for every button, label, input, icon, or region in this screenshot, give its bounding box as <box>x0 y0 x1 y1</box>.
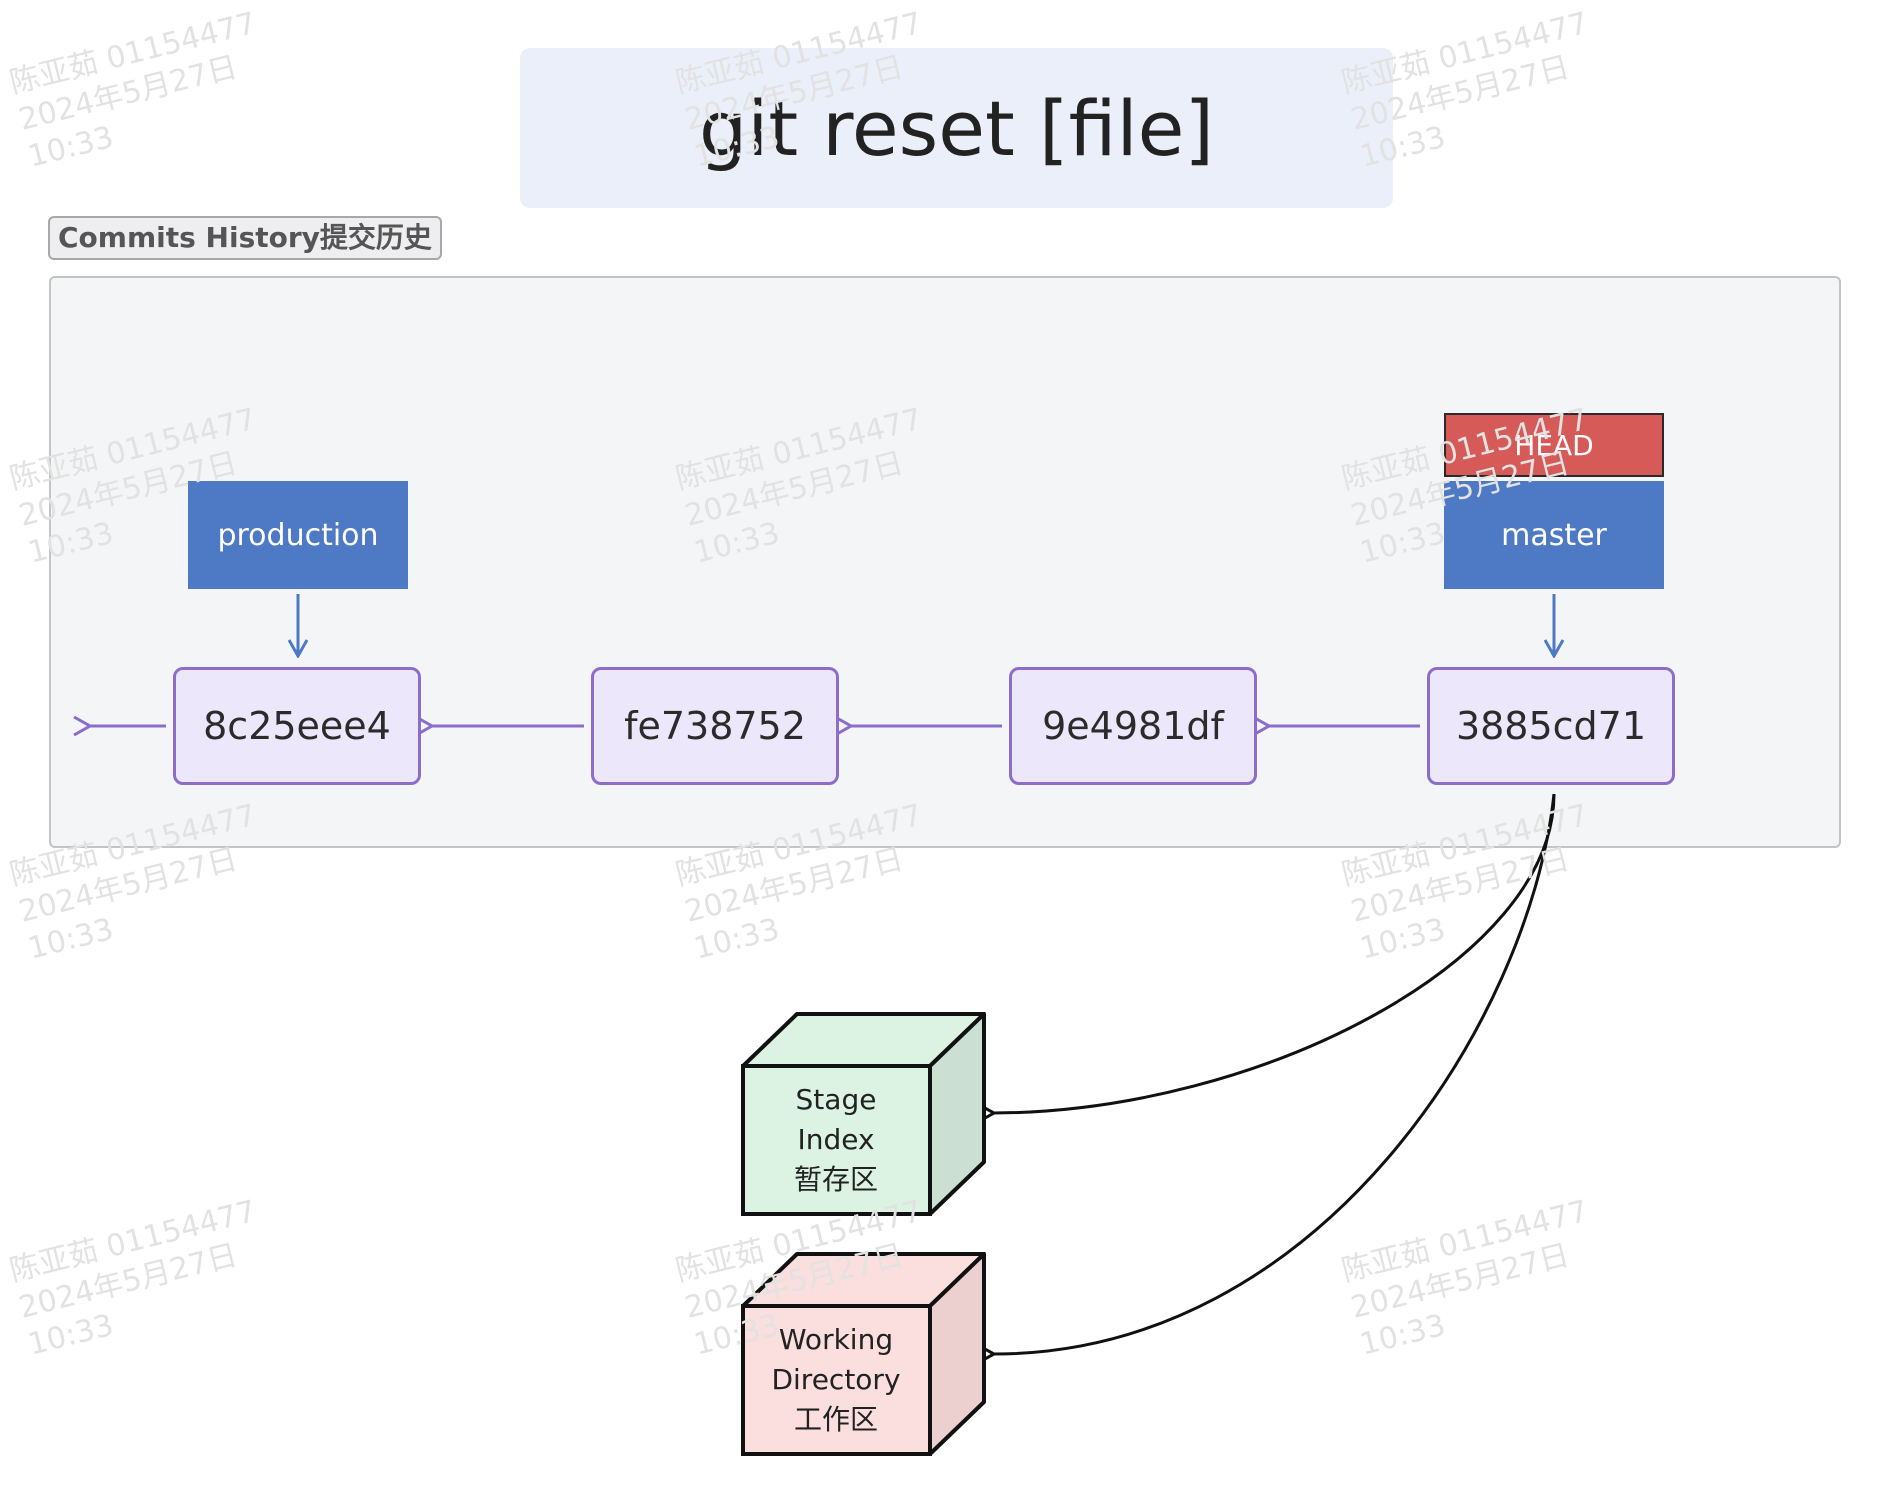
commit-id: 9e4981df <box>1042 704 1224 748</box>
arrow-commit-to-working <box>994 793 1556 1354</box>
working-line-2: Directory <box>771 1363 901 1396</box>
stage-line-2: Index <box>797 1123 875 1156</box>
commit-8c25eee4[interactable]: 8c25eee4 <box>173 667 421 785</box>
branch-production: production <box>188 481 408 589</box>
stage-index-label: Stage Index 暂存区 <box>743 1080 929 1200</box>
stage-line-3: 暂存区 <box>793 1163 878 1196</box>
stage-index-cube <box>741 1012 986 1216</box>
arrow-commit-to-stage <box>994 793 1556 1113</box>
branch-master: master <box>1444 481 1664 589</box>
group-label: Commits History提交历史 <box>48 216 442 260</box>
commit-id: 3885cd71 <box>1455 704 1647 748</box>
head-pointer: HEAD <box>1444 413 1664 477</box>
diagram-title: git reset [file] <box>698 83 1214 173</box>
commit-id: 8c25eee4 <box>203 704 391 748</box>
title-banner <box>520 48 1393 208</box>
working-line-1: Working <box>778 1323 894 1356</box>
commit-id: fe738752 <box>624 704 806 748</box>
commit-fe738752[interactable]: fe738752 <box>591 667 839 785</box>
working-line-3: 工作区 <box>793 1403 878 1436</box>
working-directory-label: Working Directory 工作区 <box>743 1320 929 1440</box>
stage-line-1: Stage <box>795 1083 877 1116</box>
commit-3885cd71[interactable]: 3885cd71 <box>1427 667 1675 785</box>
commit-9e4981df[interactable]: 9e4981df <box>1009 667 1257 785</box>
working-directory-cube <box>741 1252 986 1456</box>
